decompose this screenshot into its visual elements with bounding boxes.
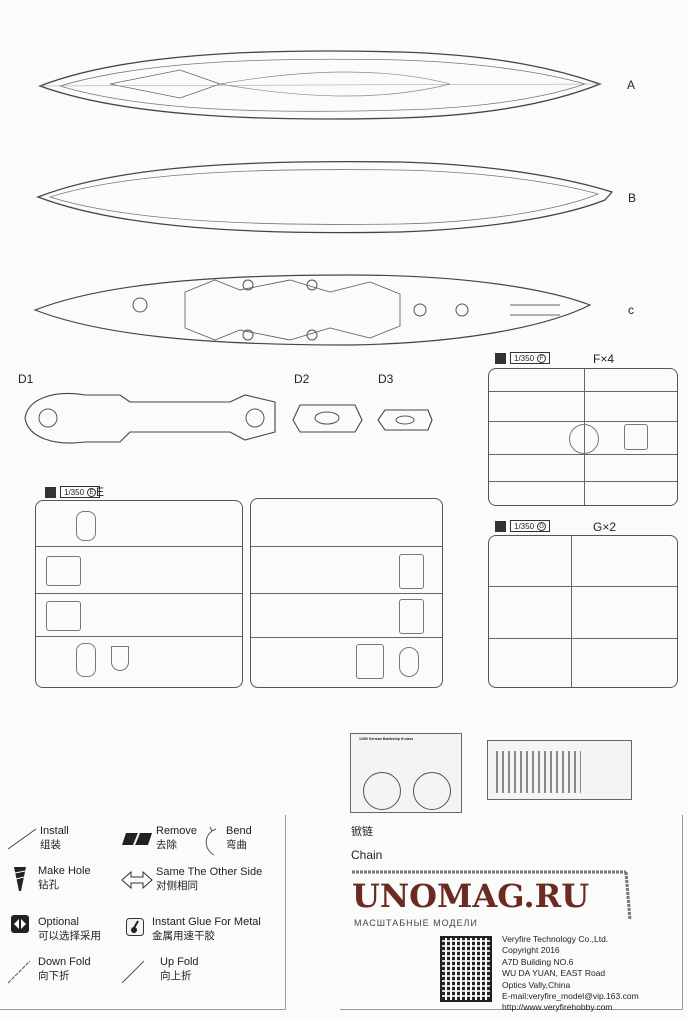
sprue-e-right: [250, 498, 443, 688]
sprue-f-scale: 1/350: [514, 353, 535, 363]
plastic-sprue-icon: [45, 486, 56, 498]
photo-etch-fret-2: [487, 740, 632, 800]
address-line-3: Optics Vally,China: [502, 979, 571, 990]
sprue-g-name: G×2: [593, 520, 617, 534]
install-line-icon: [7, 828, 37, 850]
double-arrow-icon: [121, 870, 153, 890]
sprue-e-code: E: [87, 487, 97, 497]
part-label-a: A: [627, 78, 636, 92]
part-label-c: c: [628, 303, 634, 317]
sprue-f: [488, 368, 678, 506]
sprue-f-code: F: [537, 353, 547, 363]
up-fold-icon: [121, 960, 145, 984]
sprue-e-left: [35, 500, 243, 688]
sprue-e-name: E: [96, 485, 105, 499]
remove-icon: [122, 832, 152, 846]
d-parts-drawing: [24, 393, 433, 444]
watermark-subtitle: МАСШТАБНЫЕ МОДЕЛИ: [354, 918, 478, 928]
chain-label-en: Chain: [351, 848, 383, 862]
part-label-d2: D2: [294, 372, 310, 386]
glue-icon: [126, 918, 144, 936]
part-label-d1: D1: [18, 372, 34, 386]
copyright: Copyright 2016: [502, 945, 560, 956]
sprue-f-name: F×4: [593, 352, 615, 366]
bend-arrow-icon: [205, 826, 217, 856]
optional-icon: [11, 915, 29, 933]
sprue-g-code: G: [537, 521, 547, 531]
plastic-sprue-icon: [495, 352, 506, 364]
sprue-e-scale: 1/350: [64, 487, 85, 497]
company-name: Veryfire Technology Co.,Ltd.: [502, 934, 609, 944]
part-label-b: B: [628, 191, 637, 205]
chain-label-cn: 锨链: [351, 826, 373, 838]
company-email: E-mail:veryfire_model@vip.163.com: [502, 991, 639, 1002]
company-website: http://www.veryfirehobby.com: [502, 1002, 613, 1013]
watermark-logo: UNOMAG.RU: [352, 877, 590, 915]
sprue-g-scale: 1/350: [514, 521, 535, 531]
plastic-sprue-icon: [495, 520, 506, 532]
address-line-1: A7D Building NO.6: [502, 956, 574, 967]
address-line-2: WU DA YUAN, EAST Road: [502, 968, 606, 979]
chain-drawing: [352, 870, 632, 921]
drill-icon: [14, 867, 26, 891]
hull-a-drawing: [33, 50, 614, 346]
photo-etch-fret-1: 1/350 German Battleship H-class: [350, 733, 462, 813]
company-box: [340, 815, 683, 1010]
part-label-d3: D3: [378, 372, 394, 386]
down-fold-icon: [7, 960, 31, 984]
sprue-g: [488, 535, 678, 688]
qr-code[interactable]: [440, 936, 492, 1002]
company-info: Veryfire Technology Co.,Ltd. Copyright 2…: [502, 934, 639, 1014]
photo-etch-title: 1/350 German Battleship H-class: [359, 737, 414, 741]
